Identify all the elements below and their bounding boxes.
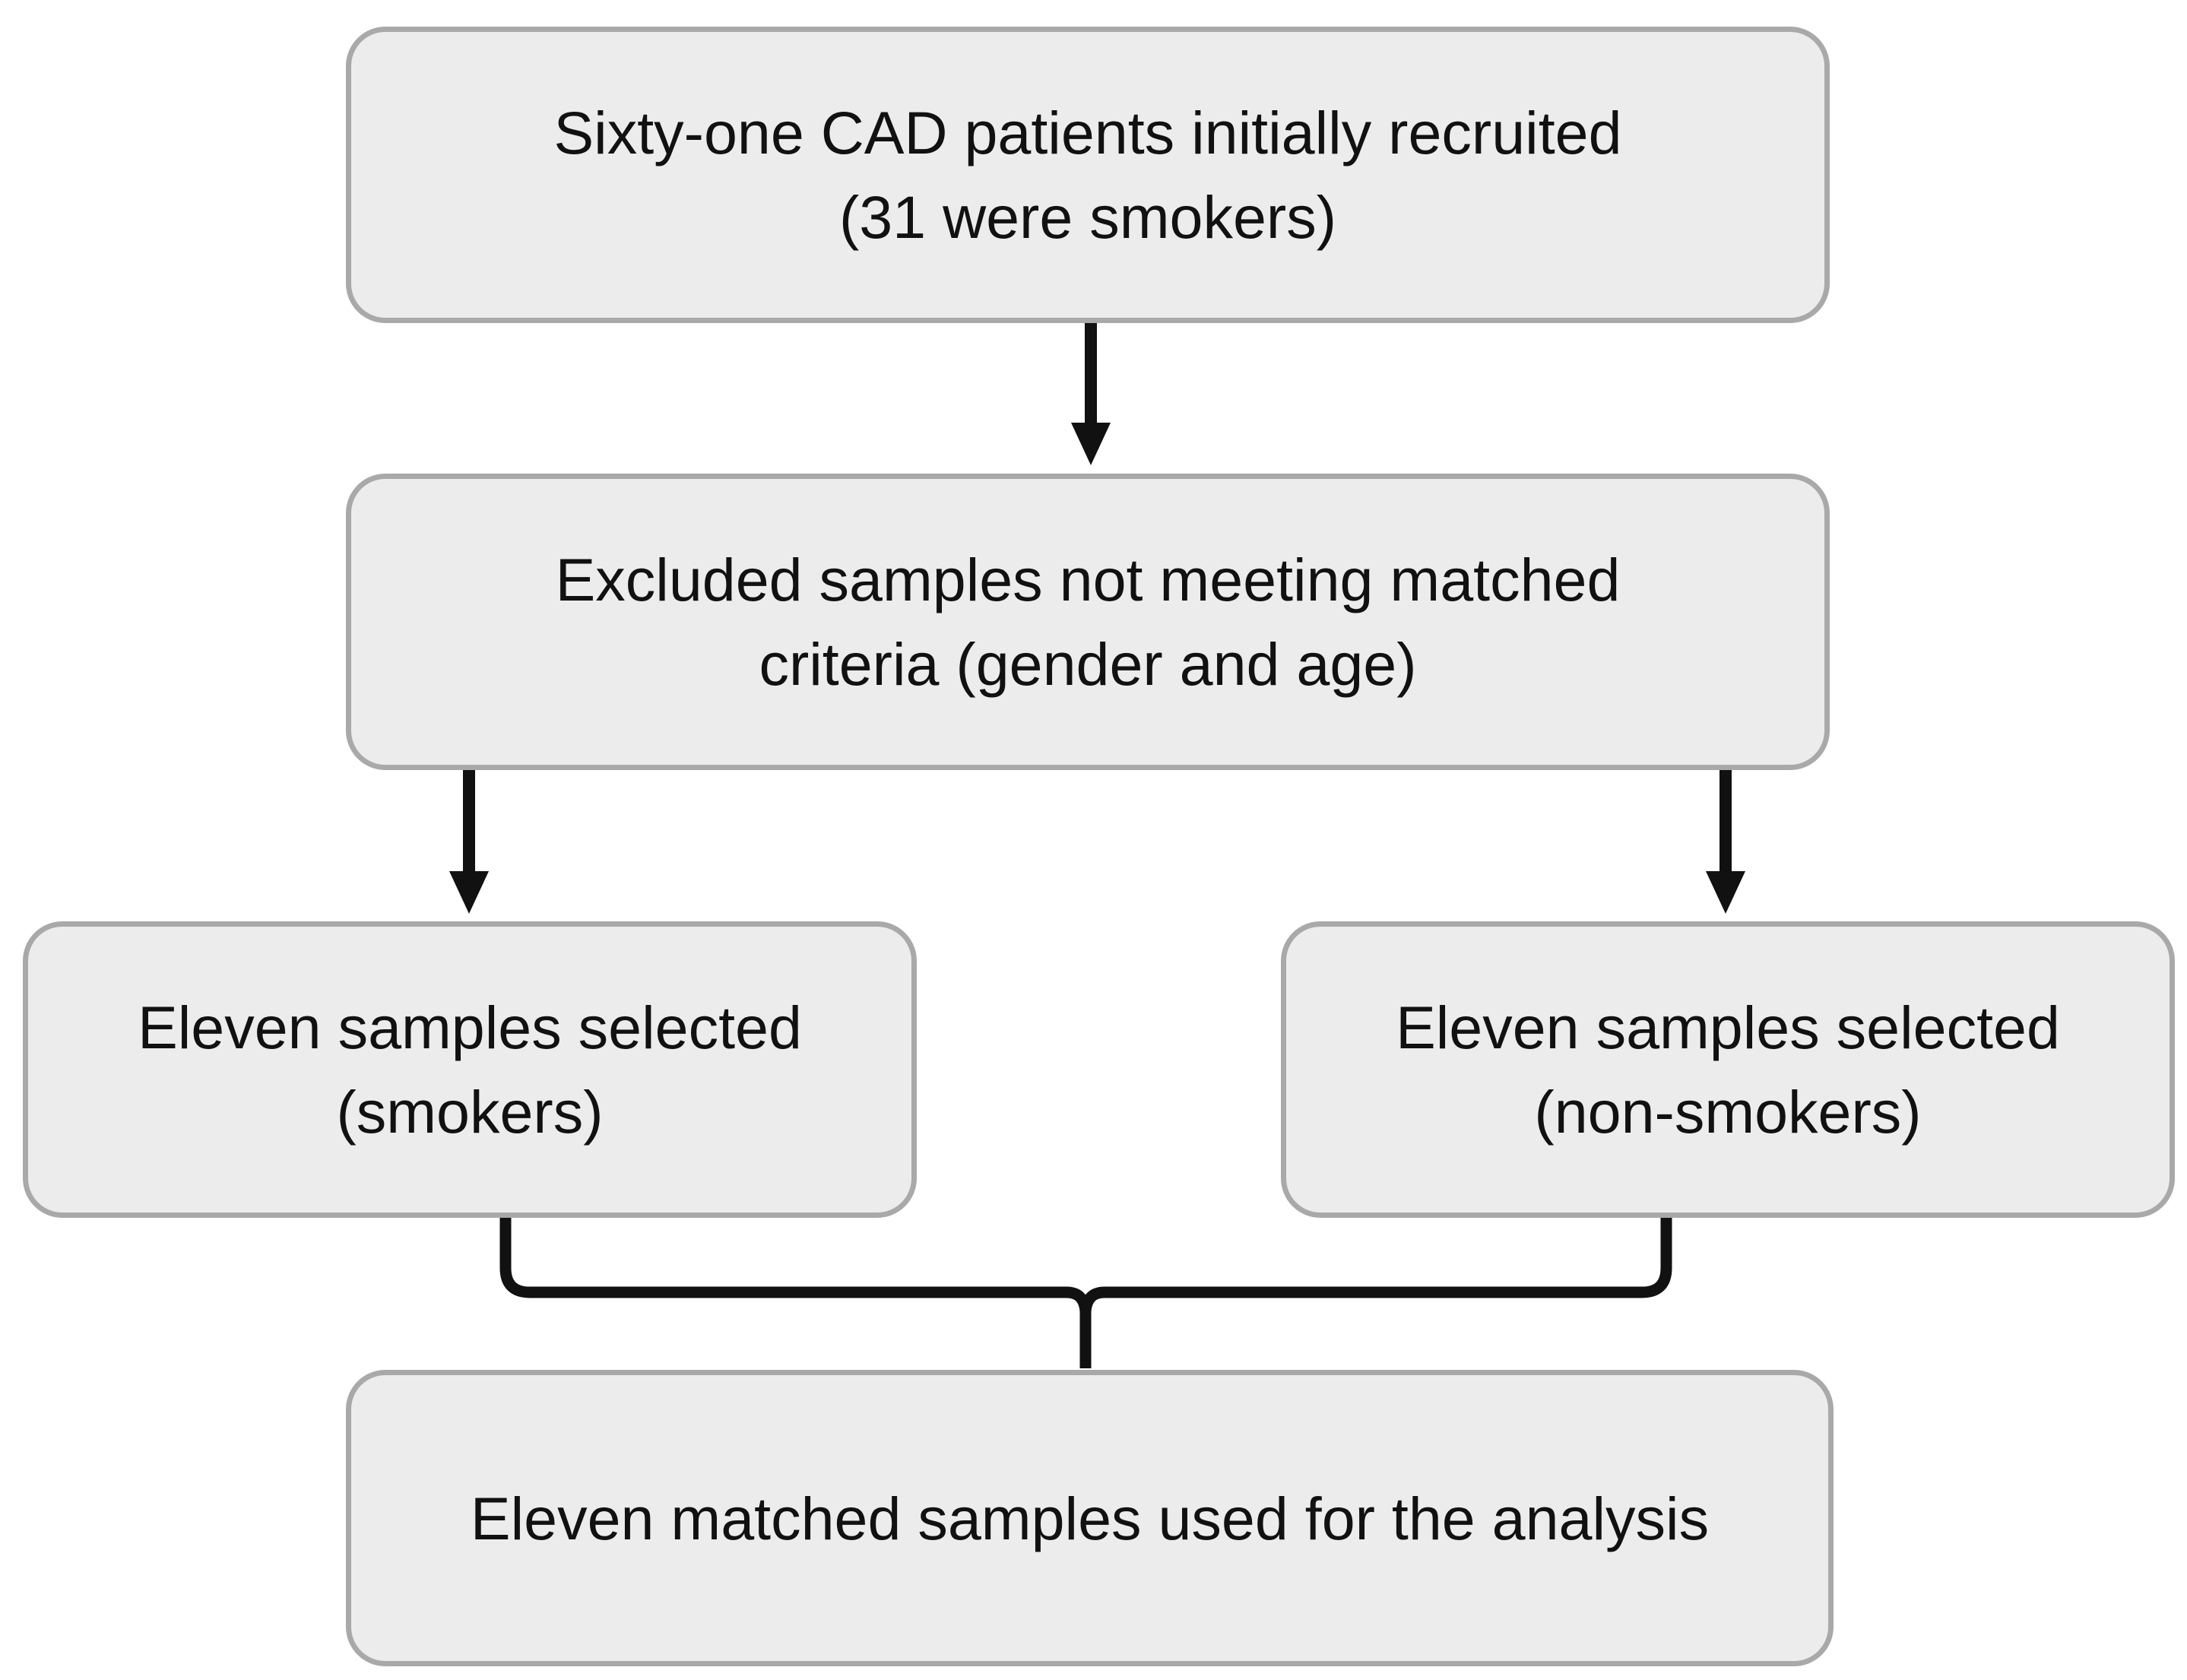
node-excluded-line2: criteria (gender and age)	[759, 630, 1417, 698]
merge-brace	[499, 1218, 1672, 1368]
node-recruited-line2: (31 were smokers)	[838, 183, 1337, 251]
node-recruited: Sixty-one CAD patients initially recruit…	[346, 27, 1830, 323]
arrow-excluded-to-smokers	[449, 770, 489, 914]
node-excluded-line1: Excluded samples not meeting matched	[555, 546, 1621, 613]
node-nonsmokers-line2: (non-smokers)	[1534, 1078, 1922, 1146]
node-recruited-line1: Sixty-one CAD patients initially recruit…	[553, 99, 1622, 166]
node-nonsmokers-line1: Eleven samples selected	[1396, 994, 2060, 1061]
node-analysis-line1: Eleven matched samples used for the anal…	[470, 1484, 1710, 1552]
node-analysis: Eleven matched samples used for the anal…	[346, 1370, 1834, 1666]
arrow-recruited-to-excluded	[1071, 323, 1111, 465]
node-smokers: Eleven samples selected (smokers)	[23, 921, 917, 1218]
arrow-excluded-to-nonsmokers	[1706, 770, 1745, 914]
node-excluded: Excluded samples not meeting matched cri…	[346, 474, 1830, 770]
node-smokers-line1: Eleven samples selected	[138, 994, 802, 1061]
node-nonsmokers: Eleven samples selected (non-smokers)	[1281, 921, 2175, 1218]
node-smokers-line2: (smokers)	[336, 1078, 604, 1146]
